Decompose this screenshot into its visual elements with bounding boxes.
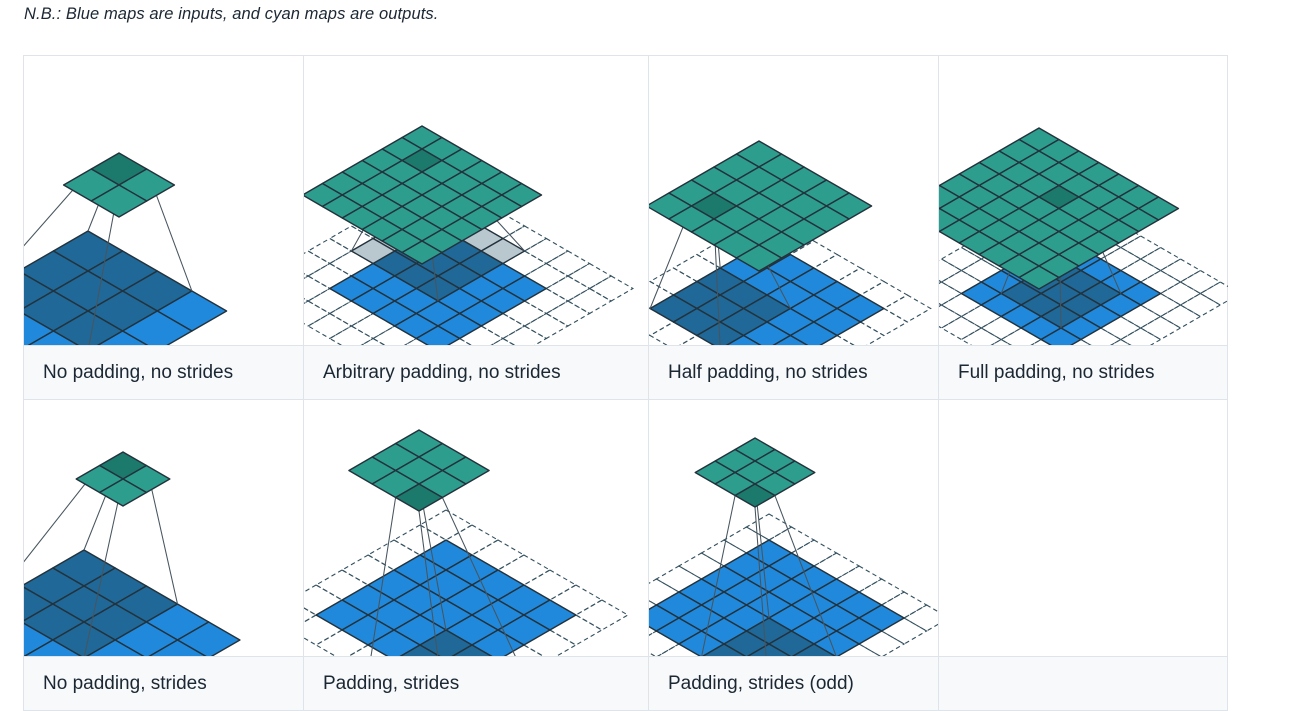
table-row-figures-1 xyxy=(23,55,1228,346)
figure-cell-padding-strides-odd xyxy=(648,399,939,657)
caption-padding-strides-odd: Padding, strides (odd) xyxy=(648,656,939,711)
conv-no-padding-strides xyxy=(24,451,241,656)
conv-padding-strides-odd xyxy=(649,437,938,656)
figure-cell-empty xyxy=(938,399,1228,657)
caption-empty xyxy=(938,656,1228,711)
diagram-arbitrary-padding-no-strides xyxy=(304,56,648,345)
figure-cell-arbitrary-padding-no-strides xyxy=(303,55,649,346)
diagram-no-padding-strides xyxy=(24,400,303,656)
conv-no-padding-no-strides xyxy=(24,152,228,345)
diagram-padding-strides-odd xyxy=(649,400,938,656)
conv-full-padding-no-strides xyxy=(939,127,1228,345)
caption-arbitrary-padding-no-strides: Arbitrary padding, no strides xyxy=(303,345,649,400)
caption-no-padding-no-strides: No padding, no strides xyxy=(23,345,304,400)
figure-cell-no-padding-strides xyxy=(23,399,304,657)
diagram-no-padding-no-strides xyxy=(24,56,303,345)
conv-padding-strides xyxy=(304,429,630,656)
legend-note: N.B.: Blue maps are inputs, and cyan map… xyxy=(24,5,439,23)
conv-half-padding-no-strides xyxy=(649,140,932,345)
conv-arbitrary-padding-no-strides xyxy=(304,125,635,345)
figure-cell-no-padding-no-strides xyxy=(23,55,304,346)
figure-cell-full-padding-no-strides xyxy=(938,55,1228,346)
caption-padding-strides: Padding, strides xyxy=(303,656,649,711)
diagram-padding-strides xyxy=(304,400,648,656)
convolution-figure-table: No padding, no strides Arbitrary padding… xyxy=(23,55,1228,711)
caption-no-padding-strides: No padding, strides xyxy=(23,656,304,711)
figure-cell-half-padding-no-strides xyxy=(648,55,939,346)
diagram-full-padding-no-strides xyxy=(939,56,1228,345)
diagram-half-padding-no-strides xyxy=(649,56,938,345)
caption-full-padding-no-strides: Full padding, no strides xyxy=(938,345,1228,400)
caption-half-padding-no-strides: Half padding, no strides xyxy=(648,345,939,400)
figure-cell-padding-strides xyxy=(303,399,649,657)
table-row-captions-2: No padding, strides Padding, strides Pad… xyxy=(23,656,1228,711)
table-row-figures-2 xyxy=(23,399,1228,657)
table-row-captions-1: No padding, no strides Arbitrary padding… xyxy=(23,345,1228,400)
